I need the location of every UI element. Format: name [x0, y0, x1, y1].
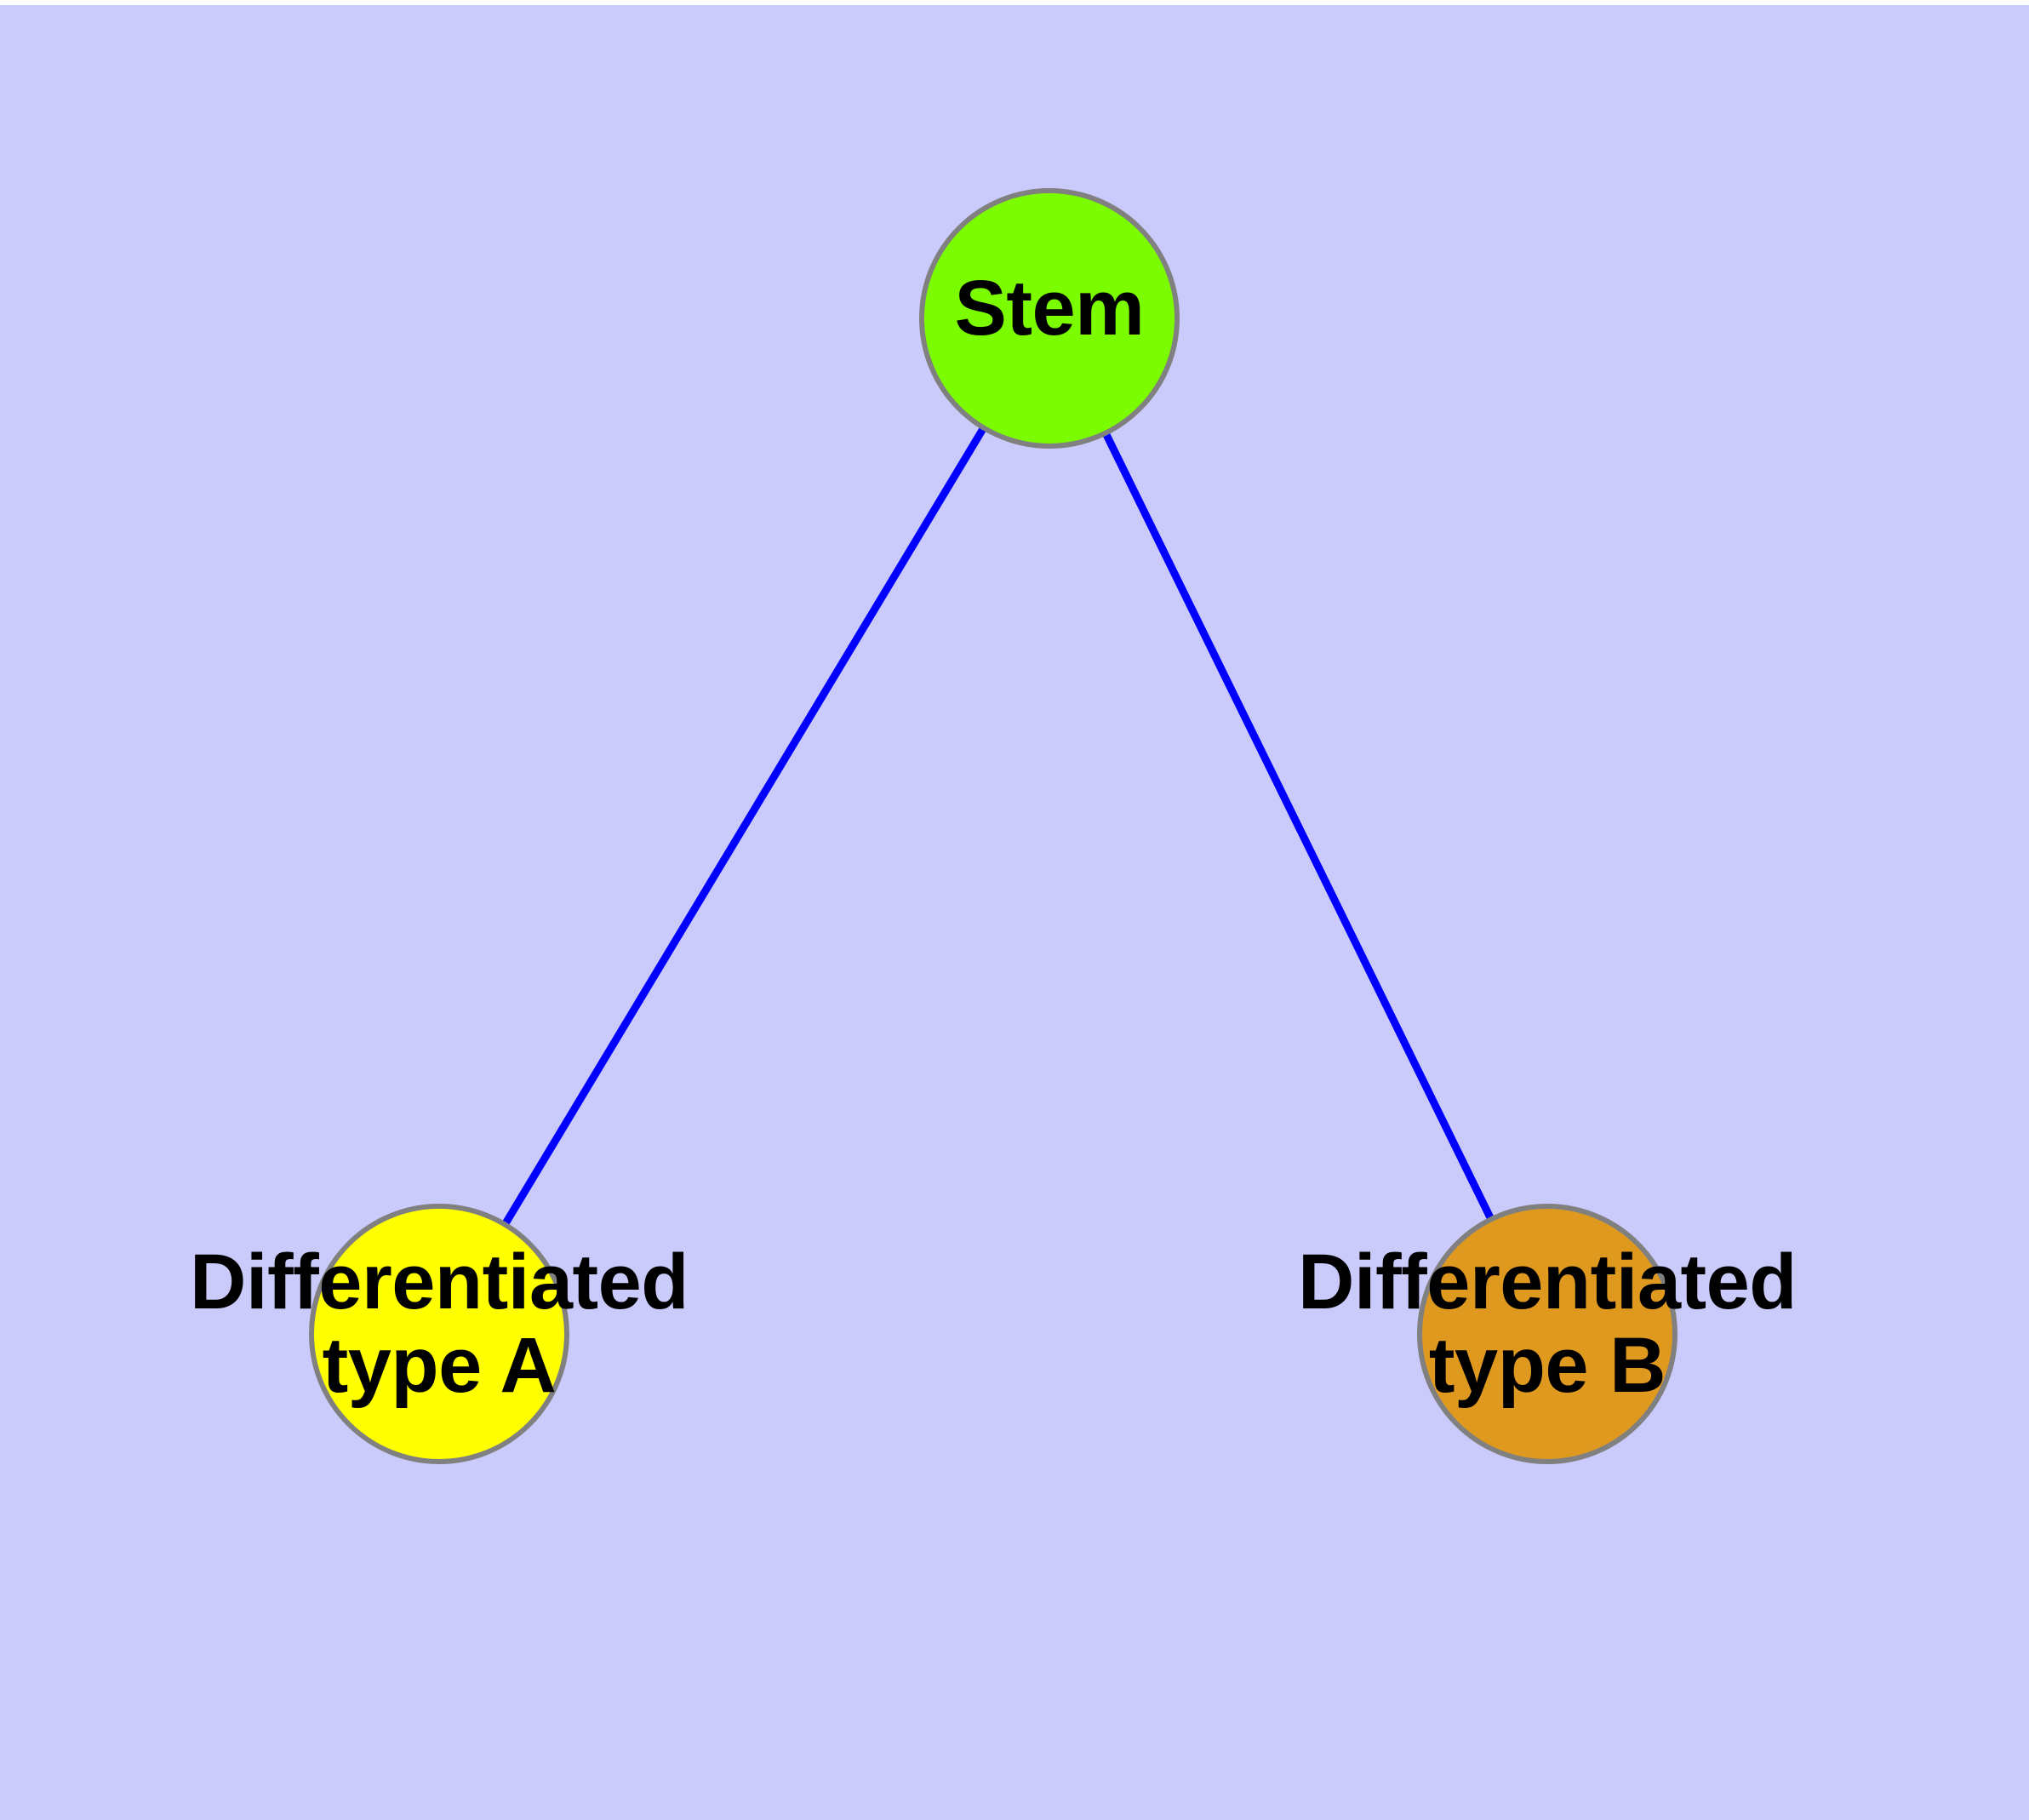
node-differentiated-type-b[interactable] [1417, 1204, 1677, 1464]
edge-stem-to-differentiated-type-a [436, 316, 1053, 1336]
edge-layer [436, 316, 1552, 1336]
edge-stem-to-differentiated-type-b [1045, 317, 1552, 1336]
node-differentiated-type-a[interactable] [309, 1204, 569, 1464]
node-stem[interactable] [919, 188, 1180, 449]
node-layer [309, 188, 1677, 1464]
